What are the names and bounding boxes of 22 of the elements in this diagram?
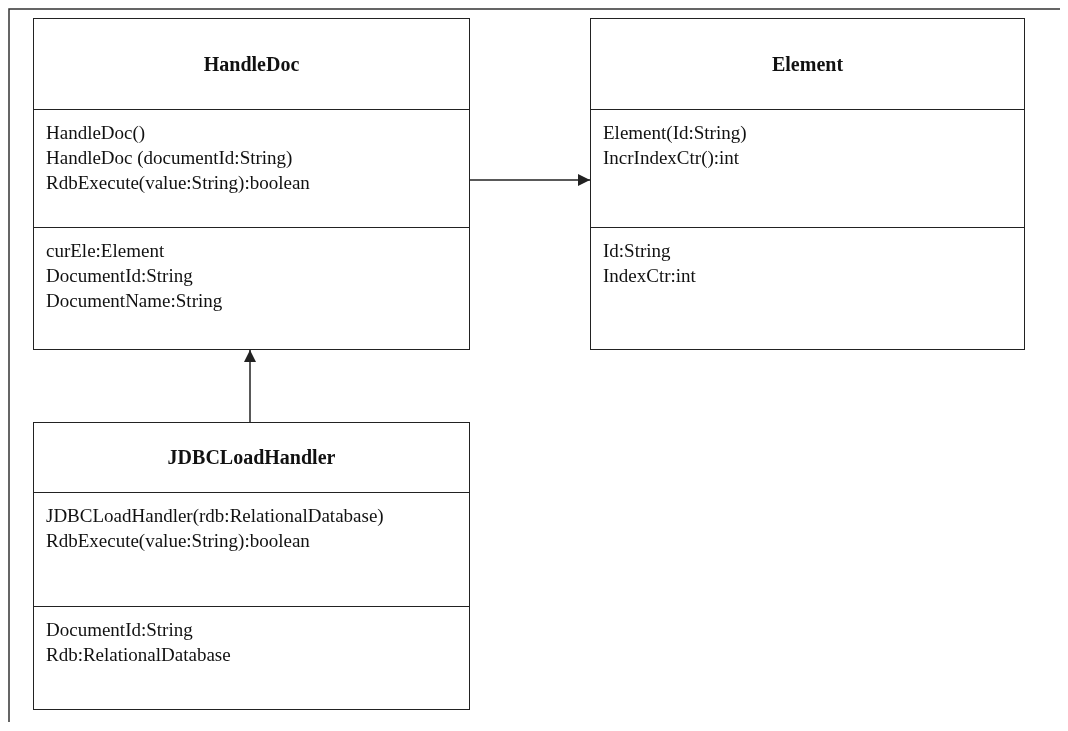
attribute: Rdb:RelationalDatabase <box>46 642 231 667</box>
method: RdbExecute(value:String):boolean <box>46 529 310 554</box>
method: IncrIndexCtr():int <box>603 146 740 171</box>
arrow <box>469 174 591 186</box>
method: HandleDoc() <box>46 121 146 146</box>
method: HandleDoc (documentId:String) <box>46 146 293 171</box>
attribute: DocumentName:String <box>46 288 223 313</box>
attribute: IndexCtr:int <box>603 263 696 288</box>
class-box <box>590 18 1025 350</box>
attribute: Id:String <box>603 238 671 263</box>
class-name: JDBCLoadHandler <box>167 446 336 470</box>
attribute: DocumentId:String <box>46 617 193 642</box>
arrow <box>244 349 256 423</box>
class-name: HandleDoc <box>203 52 300 76</box>
class-box <box>33 18 470 350</box>
method: RdbExecute(value:String):boolean <box>46 171 310 196</box>
attribute: DocumentId:String <box>46 263 193 288</box>
method: JDBCLoadHandler(rdb:RelationalDatabase) <box>46 504 384 529</box>
class-box <box>33 422 470 710</box>
attribute: curEle:Element <box>46 238 165 263</box>
class-name: Element <box>771 52 844 76</box>
method: Element(Id:String) <box>603 121 747 146</box>
